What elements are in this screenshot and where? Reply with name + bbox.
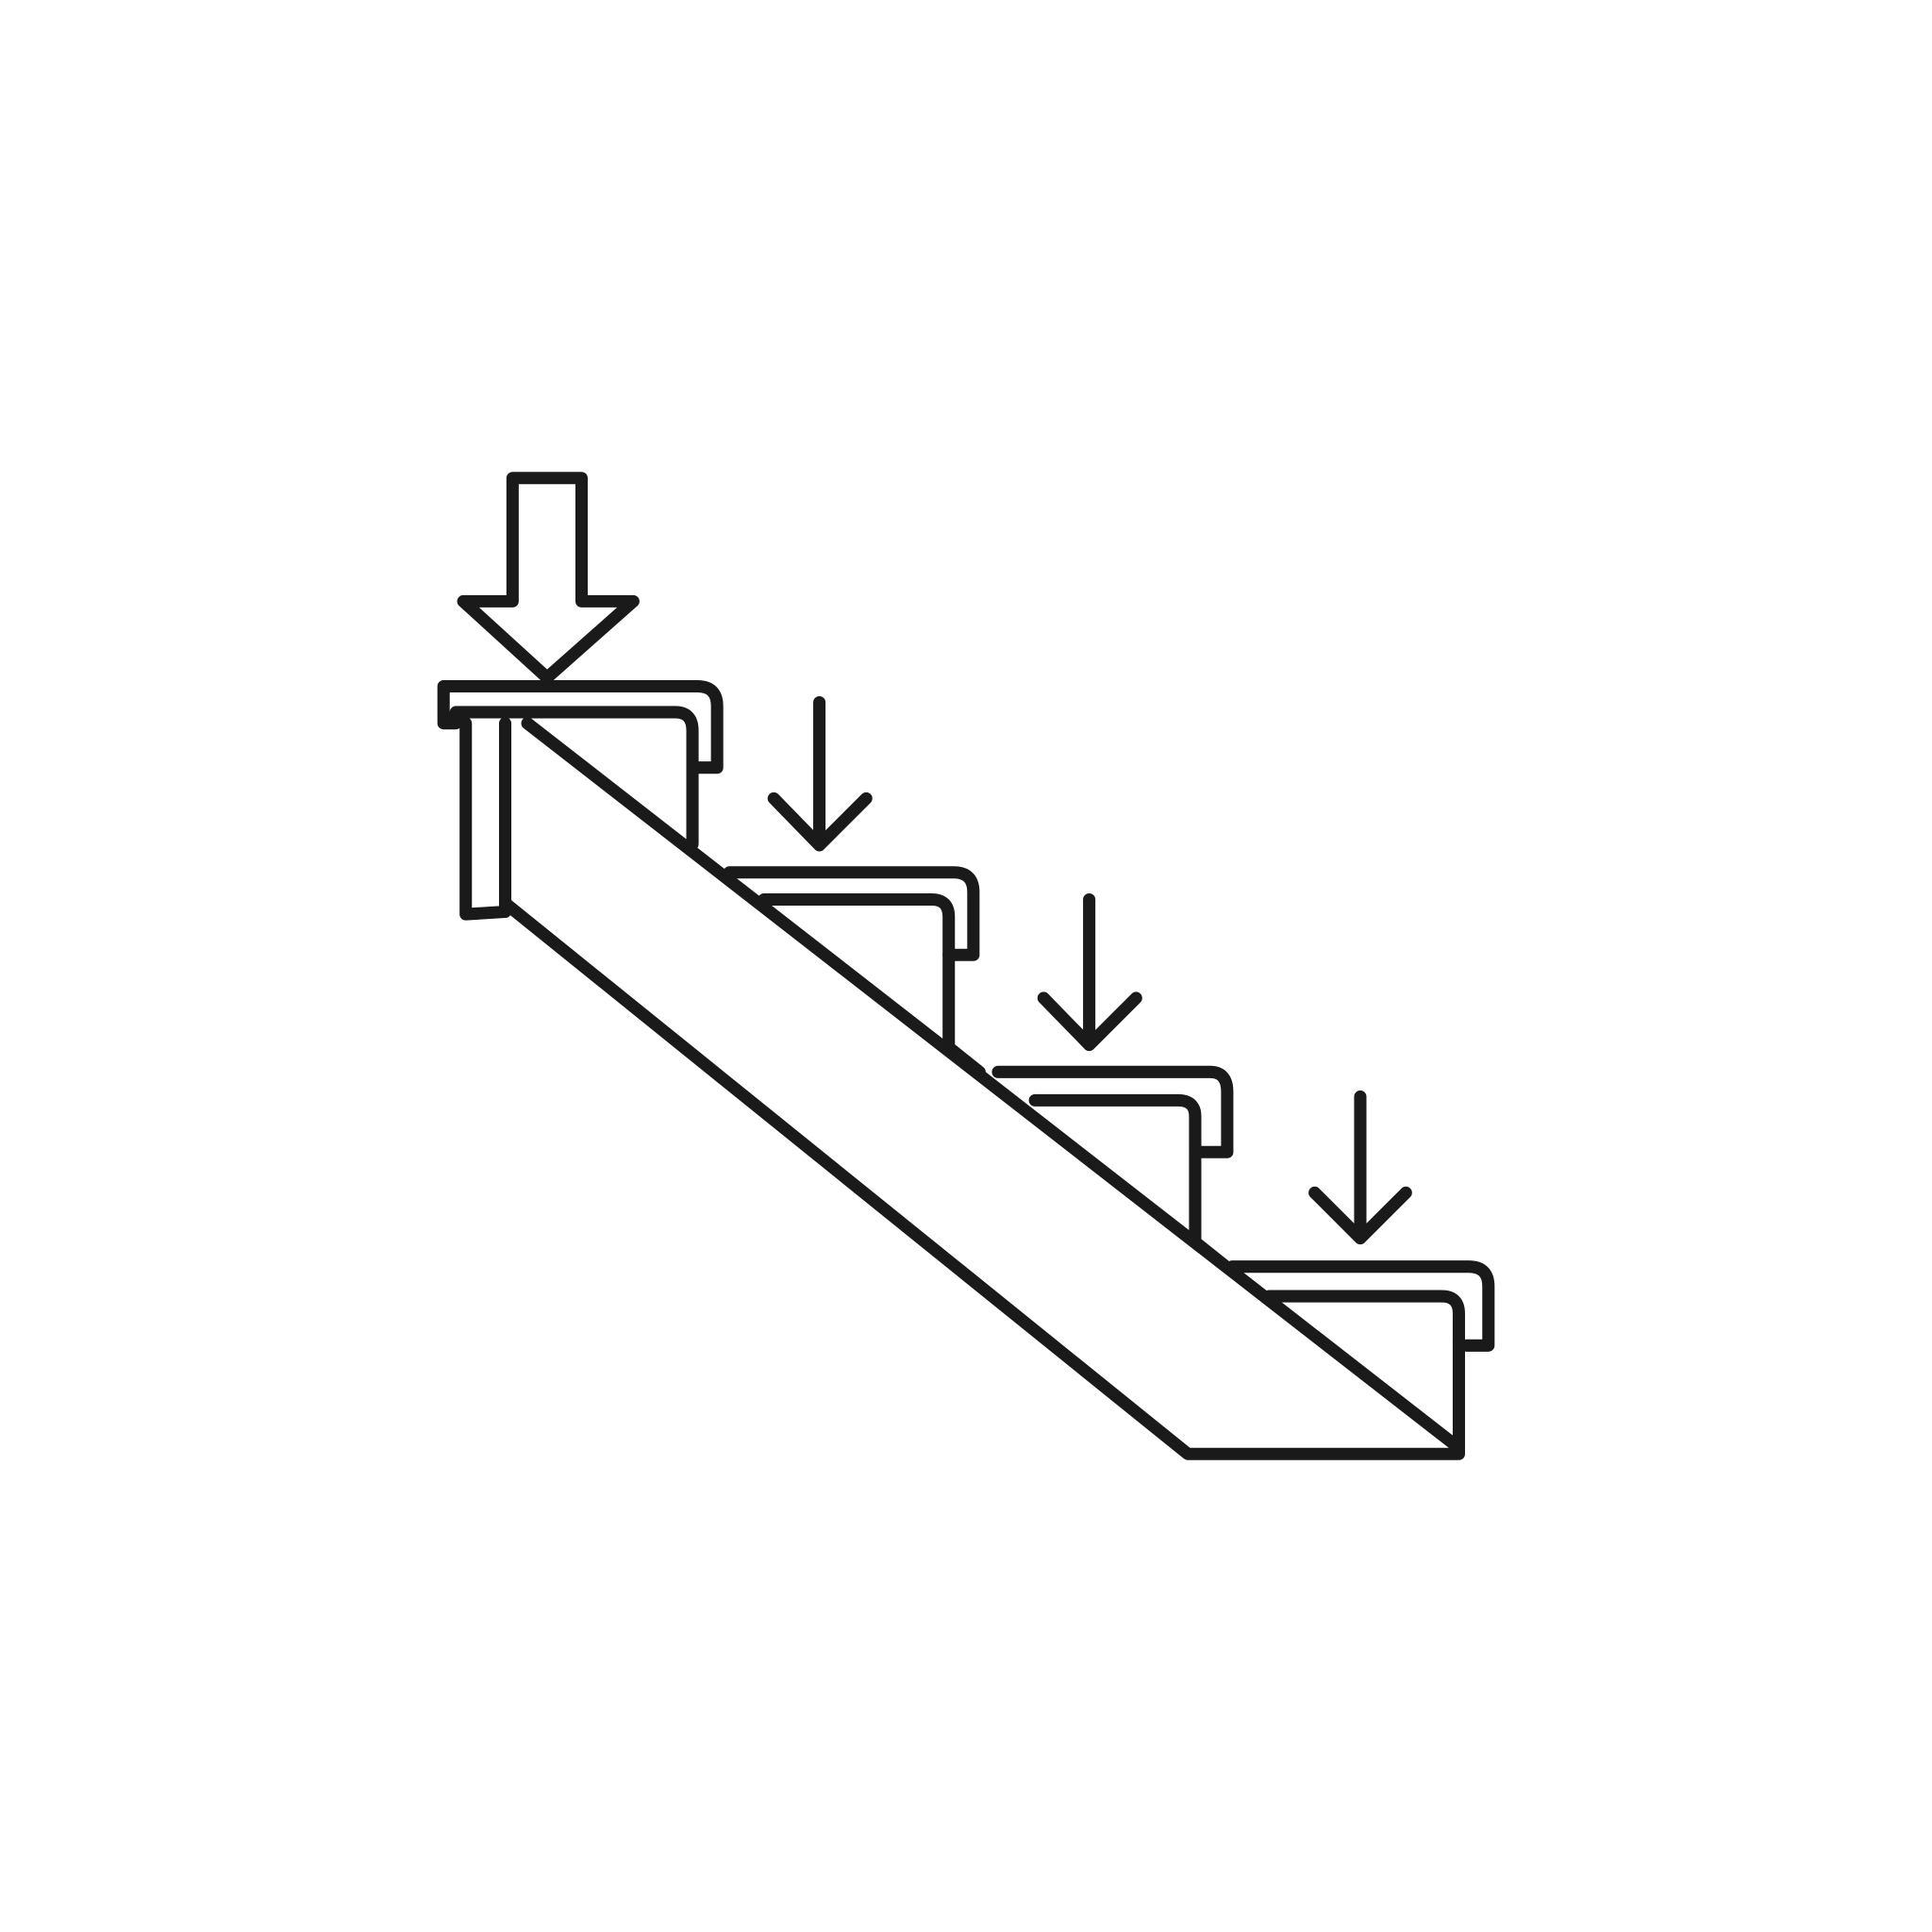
stair-step-1	[437, 679, 724, 851]
down-arrow-icon	[767, 695, 873, 852]
stair-step-4	[1225, 1260, 1495, 1352]
large-down-arrow-icon	[457, 472, 640, 684]
stair-step-3	[991, 1065, 1234, 1274]
stair-stringer	[498, 717, 1465, 1460]
down-arrow-icon	[1308, 1090, 1412, 1245]
down-arrow-icon	[1037, 892, 1142, 1052]
stair-step-2	[723, 866, 986, 1078]
stair-post	[459, 717, 512, 921]
